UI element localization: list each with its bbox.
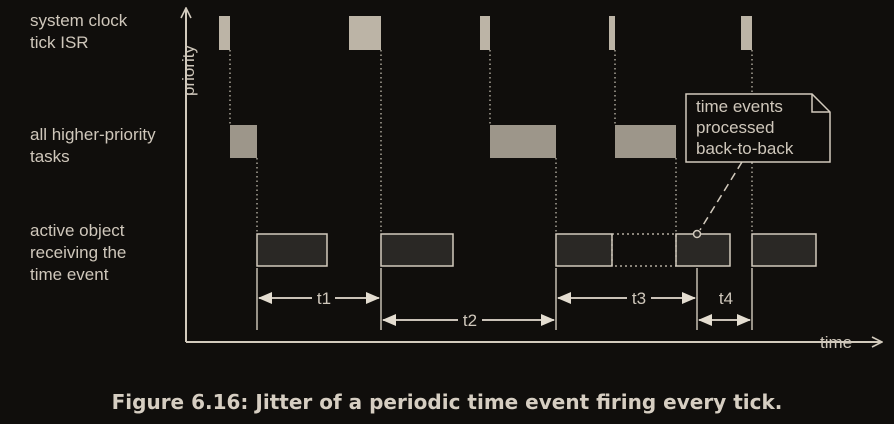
interval-label-t4: t4 [719,289,733,308]
row-label-isr: system clock tick ISR [30,11,132,52]
note-line2: processed [696,118,774,137]
isr-blocks [219,16,752,50]
row-label-ao-line2: receiving the [30,243,126,262]
note-anchor-circle [692,229,702,239]
ao-block-1 [256,233,328,267]
note-leader-line [699,161,743,231]
row-label-active-object: active object receiving the time event [30,221,131,284]
row-label-tasks: all higher-priority tasks [30,125,160,166]
task-block-3 [615,125,676,158]
row-label-ao-line3: time event [30,265,109,284]
row-label-isr-line2: tick ISR [30,33,89,52]
task-block-2 [490,125,556,158]
note-dog-ear [811,94,830,113]
row-label-tasks-line2: tasks [30,147,70,166]
isr-block-4 [609,16,615,50]
note-line1: time events [696,97,783,116]
ao-block-3 [555,233,613,267]
task-blocks [230,125,676,158]
note-line3: back-to-back [696,139,794,158]
interval-label-t1: t1 [317,289,331,308]
interval-arrows [258,292,751,326]
y-axis-label: priority [179,44,198,96]
ao-blocks [256,233,817,267]
figure-caption: Figure 6.16: Jitter of a periodic time e… [112,390,783,414]
ao-preempted-segment [611,233,677,267]
interval-ticks [256,268,753,330]
isr-block-5 [741,16,752,50]
row-label-isr-line1: system clock [30,11,128,30]
interval-label-t3: t3 [632,289,646,308]
isr-block-1 [219,16,230,50]
ao-block-2 [380,233,454,267]
row-label-ao-line1: active object [30,221,125,240]
task-block-1 [230,125,257,158]
ao-block-5 [751,233,817,267]
x-axis-label: time [820,333,852,352]
isr-block-3 [480,16,490,50]
note-box [685,93,831,163]
ao-block-4 [675,233,731,267]
row-label-tasks-line1: all higher-priority [30,125,156,144]
isr-block-2 [349,16,381,50]
dotted-guides [229,50,753,234]
note-text: time events processed back-to-back [696,97,794,158]
interval-label-t2: t2 [463,311,477,330]
